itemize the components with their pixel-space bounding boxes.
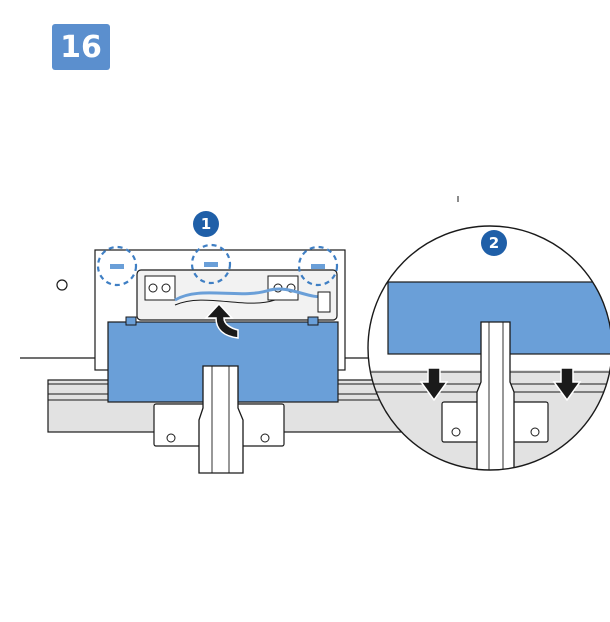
callout-1: 1 xyxy=(193,211,219,237)
callout-2: 2 xyxy=(481,230,507,256)
arrow-up-curved-icon xyxy=(204,302,239,339)
stand xyxy=(153,365,285,474)
screw-hole xyxy=(56,279,68,291)
step-number-badge: 16 xyxy=(52,24,110,70)
callout-2-label: 2 xyxy=(489,234,499,252)
dashed-circle-highlight-icon xyxy=(96,243,339,287)
detail-zoom-view xyxy=(367,225,610,471)
arrow-down-icon xyxy=(419,367,582,402)
callout-1-label: 1 xyxy=(201,215,211,233)
